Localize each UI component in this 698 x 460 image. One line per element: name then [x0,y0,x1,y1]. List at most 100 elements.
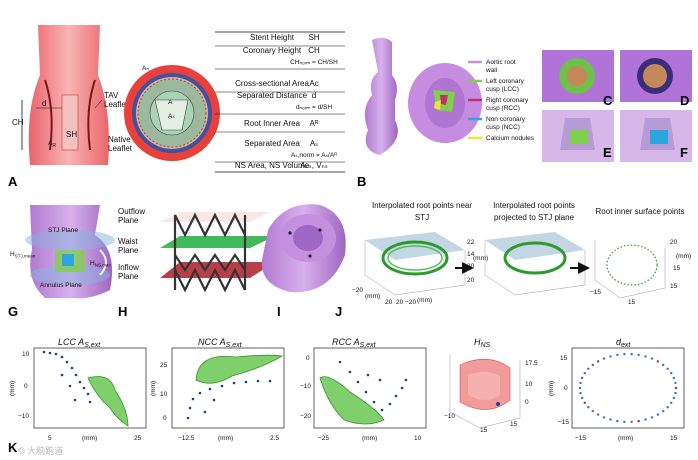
label-j: J [335,304,342,319]
ac-label: Aₙ [142,65,149,72]
dext-point [670,401,673,404]
svg-text:−25: −25 [318,435,329,442]
svg-text:(mm): (mm) [9,381,16,396]
table-row-value: CH [308,46,320,55]
svg-text:(mm): (mm) [618,435,633,442]
k1-title: LCC AS,ext [58,337,101,349]
svg-text:A: A [168,99,173,106]
d-label: d [42,99,46,108]
svg-text:(mm): (mm) [150,381,157,396]
label-g: G [8,304,18,319]
svg-text:15: 15 [670,435,678,442]
legend-label: Calcium nodules [486,135,535,142]
j-cube-1 [364,232,466,296]
dext-point [666,406,669,409]
table-row: Stent Height SH [215,33,345,47]
svg-text:Aₛ: Aₛ [168,113,175,120]
j-cube-3 [594,240,666,299]
svg-text:20: 20 [385,299,393,306]
j-title-3: Root inner surface points [596,207,685,216]
watermark: © 大脑跑道 [18,445,63,456]
dext-point [591,363,594,367]
label-e: E [603,145,612,160]
svg-text:25: 25 [160,362,168,369]
table-row-value: Aₛ [310,139,318,148]
j-cube-2 [484,232,586,296]
dext-point [674,386,678,390]
label-a: A [8,174,18,189]
dext-point [609,418,612,421]
svg-text:0: 0 [24,383,28,390]
svg-text:15: 15 [560,355,568,362]
svg-text:−10: −10 [18,413,29,420]
k3-title: RCC AS,ext [332,337,377,349]
dext-point [578,386,582,390]
dext-point [670,372,673,375]
dext-point [579,381,582,385]
svg-text:2.5: 2.5 [270,435,279,442]
svg-text:22: 22 [467,239,475,246]
panels-cdef [542,50,692,162]
dext-point [630,352,633,356]
table-row-label: NS Area, NS Volume [235,161,310,170]
svg-text:5: 5 [48,435,52,442]
svg-text:20: 20 [467,277,475,284]
dext-point [672,376,676,380]
svg-text:17.5: 17.5 [525,360,538,367]
dext-point [672,396,676,400]
table-row-label: Root Inner Area [244,119,301,128]
legend-label: Aortic root [486,59,516,66]
svg-text:(mm): (mm) [548,381,555,396]
svg-text:0: 0 [163,415,167,422]
label-k: K [8,440,18,455]
table-row-label: Coronary Height [243,46,302,55]
ch-label: CH [12,118,24,127]
dext-point [662,409,665,413]
label-d: D [680,93,689,108]
hstj-label: HSTJ,mean [10,251,36,259]
dext-point [662,363,665,367]
k5-title: dext [616,337,631,349]
table-row-value2: Aₛ,norm = Aₛ/Aᴿ [291,152,337,159]
svg-text:10: 10 [525,381,533,388]
dext-point [591,409,594,413]
svg-text:−20: −20 [352,287,363,294]
dext-point [650,416,654,419]
legend-label: Right coronary [486,97,529,104]
panel-i [261,204,346,293]
dext-point [674,381,677,385]
svg-text:−10: −10 [300,383,311,390]
svg-text:−15: −15 [590,289,601,296]
svg-text:20: 20 [670,239,678,246]
label-f: F [680,145,688,160]
hns-label: HNS,max [90,260,111,268]
table-row-value2: dₙₒᵣₘ = d/SH [296,104,332,111]
label-b: B [357,174,366,189]
svg-text:15: 15 [480,427,488,434]
dext-point [579,391,582,395]
table-row-label: Stent Height [250,33,295,42]
svg-text:−15: −15 [575,435,586,442]
svg-text:(mm): (mm) [218,435,233,442]
sh-label: SH [66,130,77,139]
panel-g: STJ Plane Annulus Plane HSTJ,mean HNS,ma… [10,205,115,299]
dext-point [583,372,586,375]
dext-point [596,413,600,416]
dext-point [644,418,647,421]
svg-text:20: 20 [467,263,475,270]
label-c: C [603,93,613,108]
svg-text:(mm): (mm) [417,297,432,304]
table-row-value: SH [308,33,319,42]
k2-title: NCC AS,ext [198,337,243,349]
label-h: H [118,304,127,319]
svg-text:−15: −15 [558,419,569,426]
